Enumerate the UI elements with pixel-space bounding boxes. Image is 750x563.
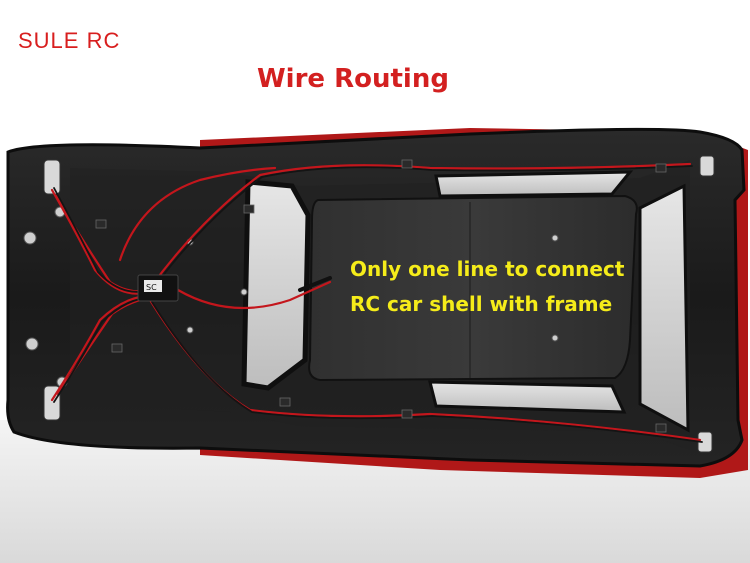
- headline: Wire Routing: [257, 64, 449, 94]
- side-window-top: [434, 170, 634, 198]
- callout-line-2: RC car shell with frame: [350, 292, 613, 316]
- wiring-harness: [50, 162, 703, 443]
- cable-clips: [95, 159, 667, 433]
- main-connector-lead: [298, 276, 332, 292]
- roof-panel: [308, 194, 638, 382]
- windshield-window: [241, 179, 311, 391]
- light-controller-module: SC: [137, 274, 179, 302]
- brand-logo-text: SULE RC: [18, 28, 121, 53]
- svg-text:SC: SC: [146, 283, 157, 292]
- side-window-bottom: [428, 380, 627, 414]
- callout-line-1: Only one line to connect: [350, 257, 625, 281]
- rear-window: [638, 183, 690, 433]
